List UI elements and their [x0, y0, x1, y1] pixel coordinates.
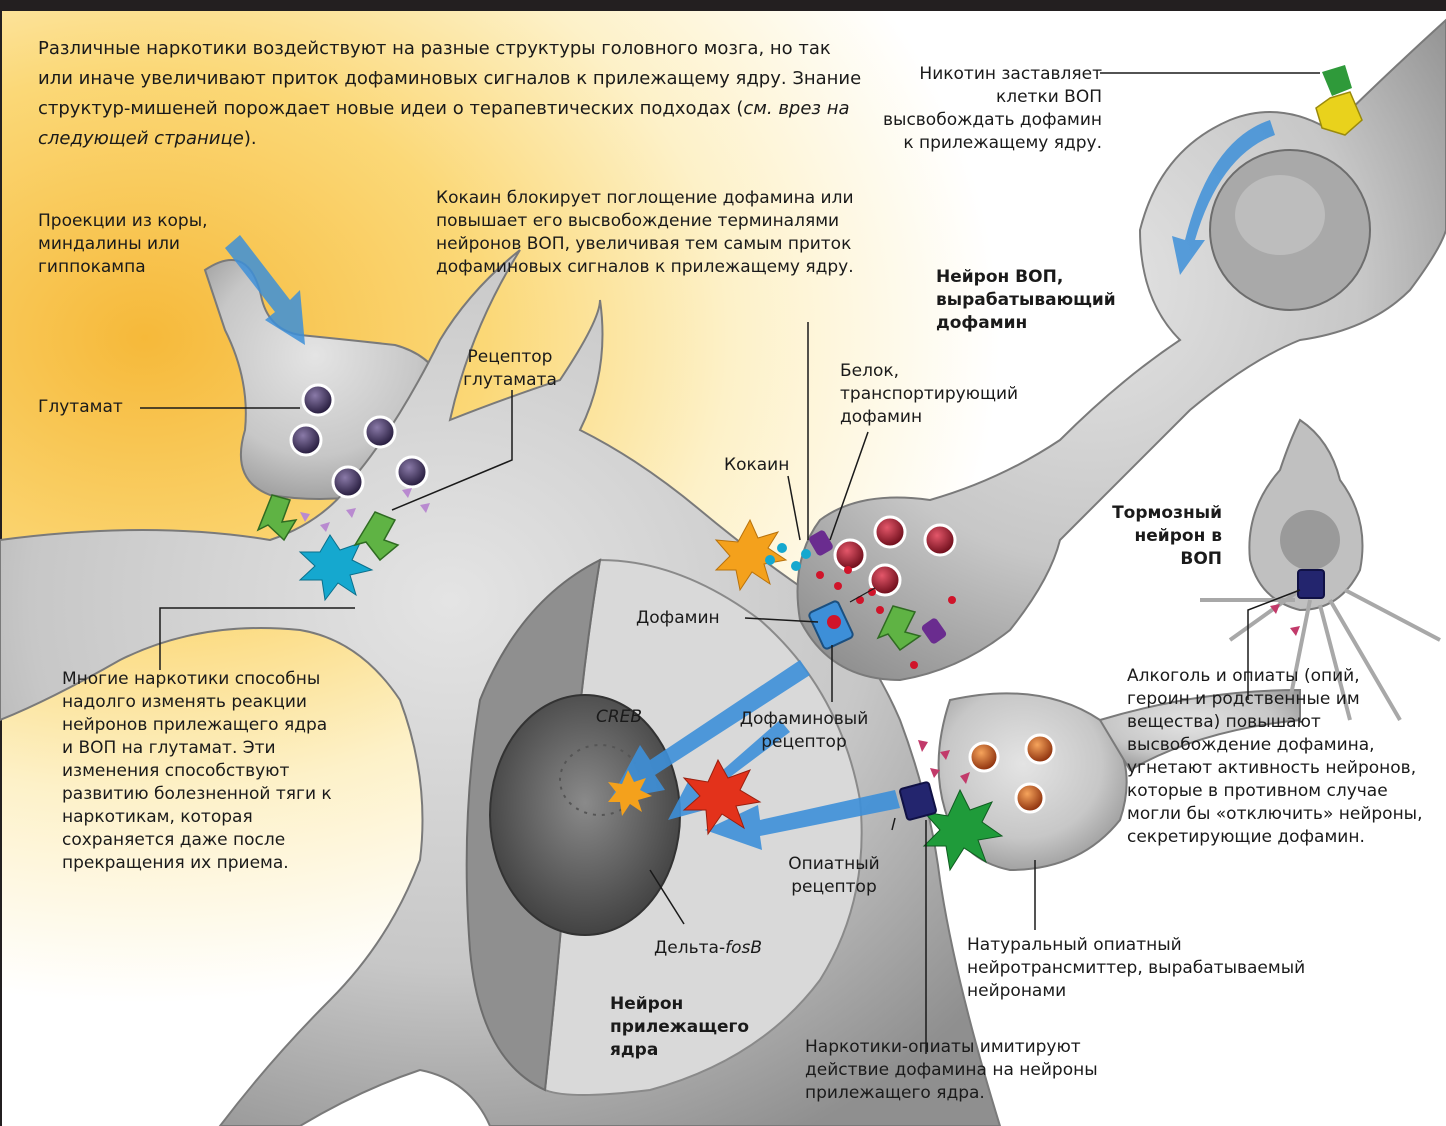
- glutamate-vesicle: [333, 467, 363, 497]
- opioid-vesicle: [1016, 784, 1044, 812]
- inhibitory-opiate-receptor: [1298, 570, 1324, 598]
- dopamine-vesicle: [835, 540, 865, 570]
- label-natural-opiate: Натуральный опиатный нейротрансмиттер, в…: [967, 934, 1307, 1003]
- label-nicotine-note: Никотин заставляет клетки ВОП высвобожда…: [880, 63, 1102, 155]
- label-transporter: Белок, транспортирующий дофамин: [840, 360, 1070, 429]
- dopamine-vesicle: [875, 517, 905, 547]
- glutamate-vesicle: [303, 385, 333, 415]
- label-nac-neuron: Нейрон прилежащего ядра: [610, 993, 770, 1062]
- glutamate-vesicle: [365, 417, 395, 447]
- opioid-vesicle: [970, 743, 998, 771]
- label-cocaine: Кокаин: [724, 454, 814, 477]
- label-opiate-drugs-note: Наркотики-опиаты имитируют действие дофа…: [805, 1036, 1135, 1105]
- label-inhibitory-neuron: Тормозный нейрон в ВОП: [1100, 502, 1222, 571]
- label-glutamate-changes-note: Многие наркотики способны надолго изменя…: [62, 668, 332, 875]
- delta-fosb-italic: fosB: [725, 938, 762, 958]
- dopamine-vesicle: [925, 525, 955, 555]
- nicotine-molecule: [1322, 65, 1352, 96]
- intro-paragraph: Различные наркотики воздействуют на разн…: [38, 34, 868, 154]
- intro-tail: ).: [244, 128, 257, 149]
- delta-fosb-prefix: Дельта-: [654, 938, 725, 958]
- label-creb: CREB: [596, 706, 676, 729]
- glutamate-vesicle: [397, 457, 427, 487]
- label-opiate-receptor: Опиатный рецептор: [776, 853, 892, 899]
- glutamate-vesicle: [291, 425, 321, 455]
- label-projections: Проекции из коры, миндалины или гиппокам…: [38, 210, 278, 279]
- label-cocaine-note: Кокаин блокирует поглощение дофамина или…: [436, 187, 896, 279]
- label-glutamate-receptor: Рецептор глутамата: [440, 346, 580, 392]
- nac-nucleus: [490, 695, 680, 935]
- label-delta-fosb: Дельта-fosB: [654, 937, 814, 960]
- label-vta-neuron: Нейрон ВОП, вырабатывающий дофамин: [936, 266, 1146, 335]
- intro-text: Различные наркотики воздействуют на разн…: [38, 38, 861, 119]
- label-dopamine: Дофамин: [636, 607, 746, 630]
- label-glutamate: Глутамат: [38, 396, 138, 419]
- label-dopamine-receptor: Дофаминовый рецептор: [718, 708, 890, 754]
- opioid-vesicle: [1026, 735, 1054, 763]
- label-alcohol-note: Алкоголь и опиаты (опий, героин и родств…: [1127, 665, 1427, 849]
